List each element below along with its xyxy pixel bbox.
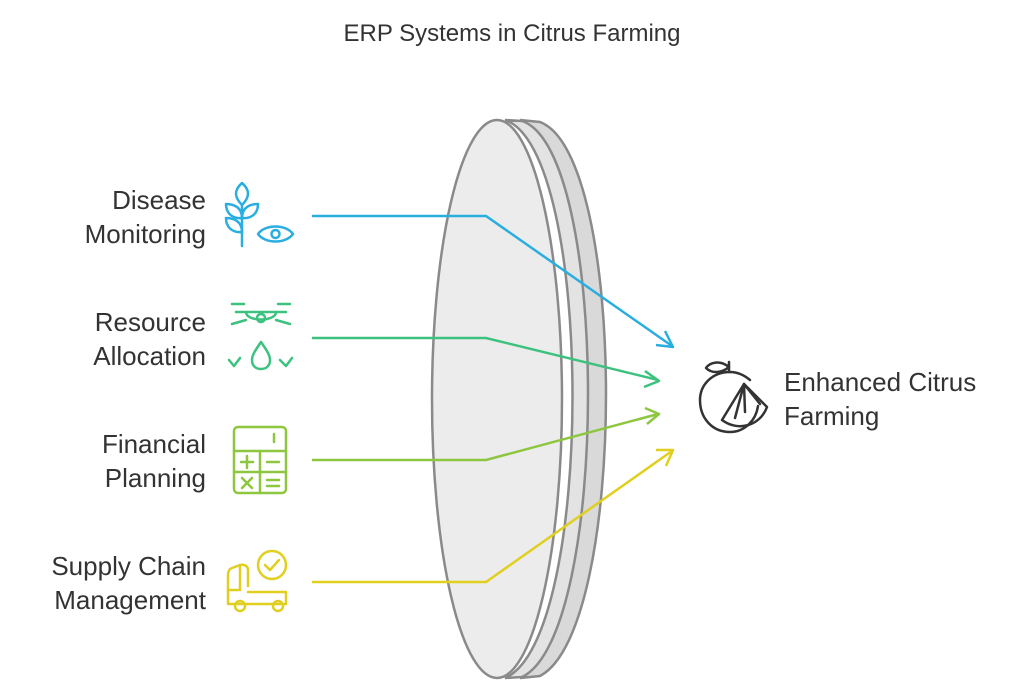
input-label-line1: Disease [112,185,206,215]
input-label-supply-chain-management: Supply Chain Management [6,549,206,617]
input-label-line1: Resource [94,307,206,337]
input-label-disease-monitoring: Disease Monitoring [6,183,206,251]
input-label-line2: Allocation [93,341,206,371]
lens-shape [430,118,608,680]
output-label-line1: Enhanced Citrus [784,367,977,397]
arrow-supply-chain [312,448,675,584]
output-label-line2: Farming [784,401,880,431]
input-label-line1: Financial [101,429,206,459]
input-label-line1: Supply Chain [51,551,206,581]
delivery-truck-check-icon [226,549,288,613]
drone-water-drop-icon [227,302,294,371]
citrus-fruit-icon [698,360,769,434]
input-label-line2: Planning [104,463,206,493]
input-label-line2: Management [54,585,206,615]
arrow-financial-planning [312,406,661,462]
arrow-disease-monitoring [312,214,675,349]
calculator-icon [232,425,288,495]
input-label-resource-allocation: Resource Allocation [6,305,206,373]
plant-eye-icon [224,181,295,248]
arrow-resource-allocation [312,336,661,389]
output-label-enhanced-citrus-farming: Enhanced Citrus Farming [784,365,1014,433]
input-label-financial-planning: Financial Planning [6,427,206,495]
diagram-title: ERP Systems in Citrus Farming [343,20,681,47]
input-label-line2: Monitoring [84,219,206,249]
